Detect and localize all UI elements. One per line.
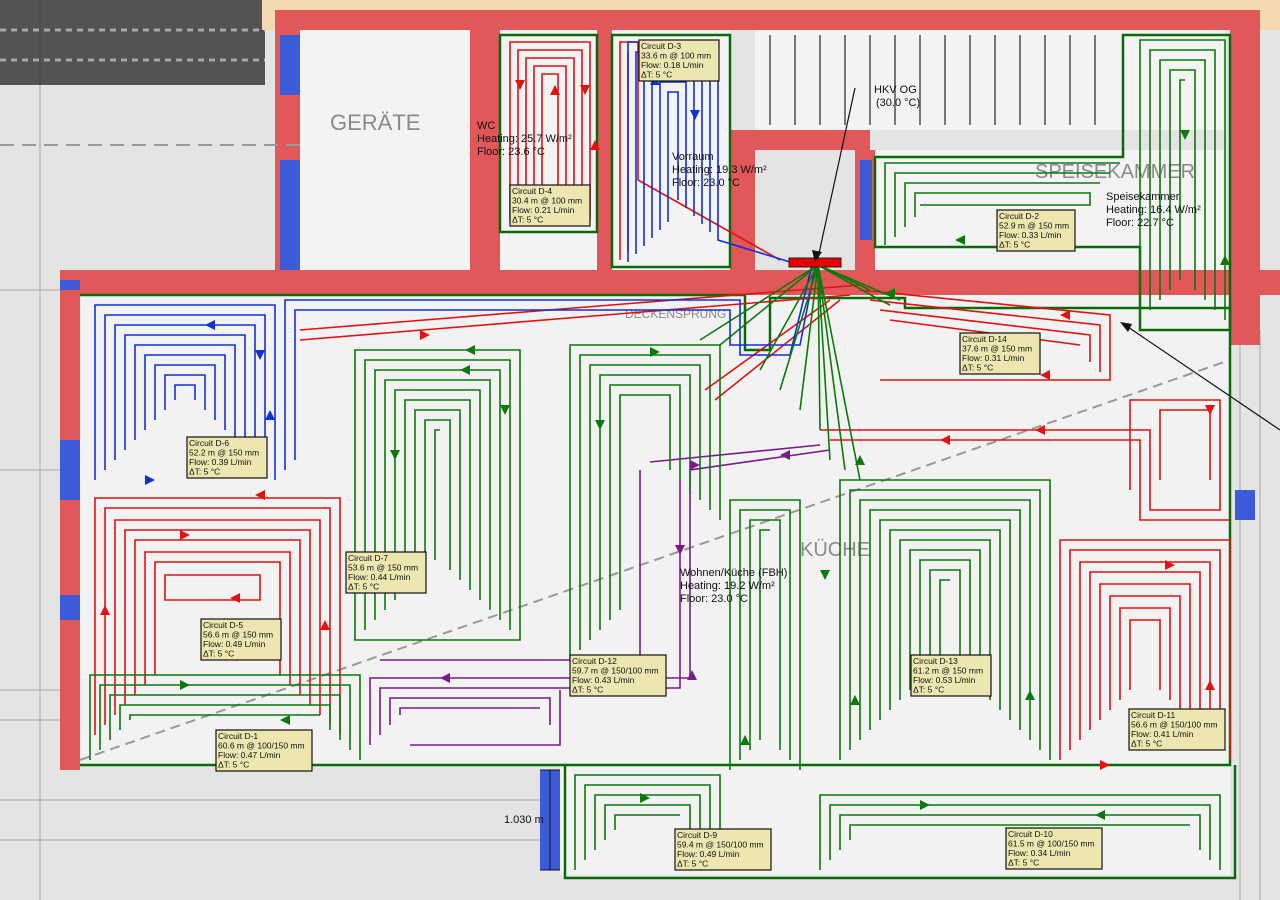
- room-label-wc: WC: [477, 120, 495, 132]
- circuit-line: Flow: 0.18 L/min: [641, 60, 704, 70]
- circuit-line: ΔT: 5 °C: [962, 363, 993, 373]
- dimension-marker: [540, 769, 560, 871]
- circuit-line: ΔT: 5 °C: [677, 859, 708, 869]
- circuit-line: Flow: 0.33 L/min: [999, 230, 1062, 240]
- circuit-line: ΔT: 5 °C: [348, 582, 379, 592]
- room-label-wohnen: Heating: 19.2 W/m²: [680, 580, 775, 592]
- circuit-line: Flow: 0.39 L/min: [189, 457, 252, 467]
- circuit-line: ΔT: 5 °C: [189, 467, 220, 477]
- hatched-area: [0, 0, 265, 85]
- room-label-speisekammer: Speisekammer: [1106, 191, 1180, 203]
- circuit-line: 60.6 m @ 100/150 mm: [218, 741, 305, 751]
- circuit-line: Flow: 0.43 L/min: [572, 675, 635, 685]
- circuit-line: Flow: 0.53 L/min: [913, 675, 976, 685]
- circuit-line: 59.4 m @ 150/100 mm: [677, 840, 764, 850]
- circuit-line: Flow: 0.44 L/min: [348, 572, 411, 582]
- room-label-speisekammer: Floor: 22.7 °C: [1106, 217, 1174, 229]
- circuit-line: ΔT: 5 °C: [641, 70, 672, 80]
- flow-arrows: [100, 75, 1230, 820]
- circuit-line: Circuit D-6: [189, 438, 229, 448]
- circuit-line: Circuit D-14: [962, 334, 1007, 344]
- pipes-red: [94, 41, 1231, 760]
- circuit-line: 52.9 m @ 150 mm: [999, 221, 1069, 231]
- circuit-line: Flow: 0.41 L/min: [1131, 729, 1194, 739]
- circuit-line: 56.6 m @ 150 mm: [203, 630, 273, 640]
- circuit-line: Circuit D-11: [1131, 710, 1176, 720]
- zone-outlines: [80, 33, 1237, 880]
- circuit-line: ΔT: 5 °C: [572, 685, 603, 695]
- manifold-temp: (30.0 °C): [876, 97, 920, 109]
- circuit-line: Flow: 0.49 L/min: [677, 849, 740, 859]
- circuit-line: Circuit D-12: [572, 656, 617, 666]
- circuit-line: ΔT: 5 °C: [1131, 739, 1162, 749]
- circuit-line: Circuit D-13: [913, 656, 958, 666]
- circuit-line: Flow: 0.49 L/min: [203, 639, 266, 649]
- circuit-line: 56.6 m @ 150/100 mm: [1131, 720, 1218, 730]
- circuit-line: 61.5 m @ 100/150 mm: [1008, 839, 1095, 849]
- circuit-line: Flow: 0.21 L/min: [512, 205, 575, 215]
- bg-label-kueche: KÜCHE: [800, 539, 870, 561]
- circuit-line: ΔT: 5 °C: [999, 240, 1030, 250]
- circuit-line: Circuit D-2: [999, 211, 1039, 221]
- circuit-line: 30.4 m @ 100 mm: [512, 196, 582, 206]
- circuit-line: Circuit D-3: [641, 41, 681, 51]
- circuit-line: 61.2 m @ 150 mm: [913, 666, 983, 676]
- room-label-wc: Heating: 25.7 W/m²: [477, 133, 572, 145]
- circuit-line: Circuit D-1: [218, 731, 258, 741]
- circuit-line: Circuit D-5: [203, 620, 243, 630]
- circuit-line: ΔT: 5 °C: [512, 215, 543, 225]
- room-label-speisekammer: Heating: 16.4 W/m²: [1106, 204, 1201, 216]
- room-label-wc: Floor: 23.6 °C: [477, 146, 545, 158]
- room-label-vorraum: Heating: 19.3 W/m²: [672, 164, 767, 176]
- staircase: [769, 35, 1096, 125]
- circuit-line: ΔT: 5 °C: [218, 760, 249, 770]
- pipes-green: [89, 39, 1226, 870]
- room-label-wohnen: Floor: 23.0 °C: [680, 593, 748, 605]
- circuit-line: Circuit D-10: [1008, 829, 1053, 839]
- circuit-line: ΔT: 5 °C: [203, 649, 234, 659]
- circuit-line: 59.7 m @ 150/100 mm: [572, 666, 659, 676]
- circuit-line: 37.6 m @ 150 mm: [962, 344, 1032, 354]
- circuit-line: Circuit D-9: [677, 830, 717, 840]
- circuit-line: 33.6 m @ 100 mm: [641, 51, 711, 61]
- circuit-line: Flow: 0.31 L/min: [962, 353, 1025, 363]
- room-label-wohnen: Wohnen/Küche (FBH): [680, 567, 787, 579]
- bg-label-geraete: GERÄTE: [330, 110, 420, 135]
- circuit-line: Flow: 0.47 L/min: [218, 750, 281, 760]
- circuit-line: Flow: 0.34 L/min: [1008, 848, 1071, 858]
- room-label-vorraum: Floor: 23.0 °C: [672, 177, 740, 189]
- circuit-line: ΔT: 5 °C: [913, 685, 944, 695]
- room-label-vorraum: Vorraum: [672, 151, 714, 163]
- circuit-line: Circuit D-7: [348, 553, 388, 563]
- dimension-label: 1.030 m: [504, 814, 544, 826]
- circuit-line: 53.6 m @ 150 mm: [348, 563, 418, 573]
- circuit-line: ΔT: 5 °C: [1008, 858, 1039, 868]
- bg-label-speisekammer: SPEISEKAMMER: [1035, 161, 1195, 183]
- circuit-line: 52.2 m @ 150 mm: [189, 448, 259, 458]
- circuit-line: Circuit D-4: [512, 186, 552, 196]
- manifold-name: HKV OG: [874, 84, 917, 96]
